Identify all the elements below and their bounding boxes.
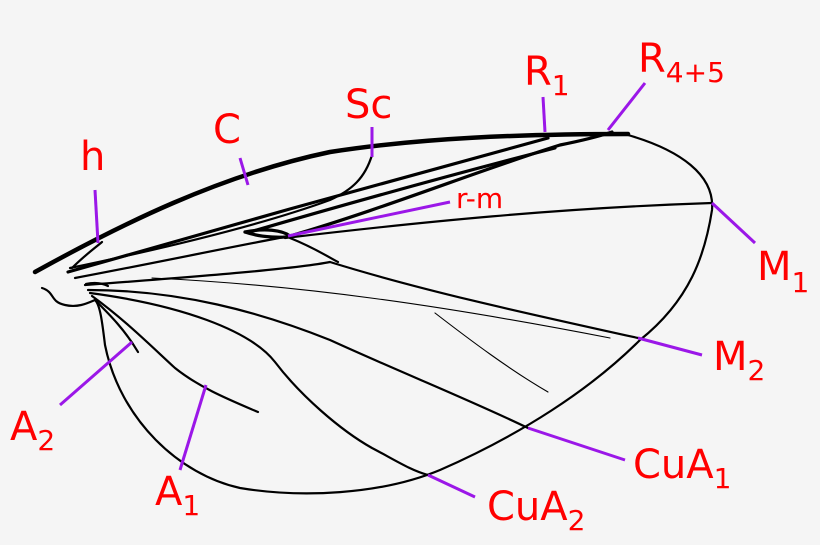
faint-branch-vein (434, 312, 549, 393)
label-sc: Sc (345, 82, 392, 128)
wing-outline (93, 133, 714, 495)
label-r45: R4+5 (638, 36, 725, 89)
label-a1: A1 (155, 469, 200, 522)
radius-r1-vein (66, 136, 550, 274)
vein-labels: h C Sc R1 R4+5 r-m M1 M2 CuA1 CuA2 A1 (10, 36, 809, 537)
leader-c (238, 157, 250, 186)
leader-h (93, 189, 100, 244)
leader-lines (59, 82, 757, 499)
leader-m2 (637, 336, 703, 357)
humeral-vein (70, 240, 104, 270)
label-m1: M1 (757, 244, 809, 299)
leader-cua2 (427, 473, 476, 499)
anal-a1-vein (90, 294, 260, 414)
costa-vein (32, 131, 631, 275)
media-m1-vein (283, 201, 714, 240)
label-r1: R1 (524, 49, 570, 102)
media-stem-vein (288, 236, 340, 264)
leader-rm (287, 200, 451, 238)
label-c: C (213, 107, 241, 153)
radius-stem-vein (73, 234, 292, 280)
label-m2: M2 (713, 334, 765, 387)
leader-m1 (710, 201, 757, 245)
leader-a1 (178, 384, 208, 471)
leader-r1 (541, 96, 547, 133)
cubitus-cua2-vein (88, 291, 430, 477)
label-cua2: CuA2 (487, 484, 585, 537)
label-a2: A2 (10, 404, 55, 457)
wing-base (40, 286, 97, 308)
leader-a2 (59, 340, 133, 407)
leader-r45 (606, 82, 647, 131)
label-h: h (80, 134, 105, 180)
faint-vein (151, 277, 611, 339)
cubitus-cua1-vein (86, 288, 530, 430)
label-cua1: CuA1 (633, 442, 731, 495)
leader-cua1 (527, 426, 626, 462)
anal-a2-vein (93, 298, 140, 354)
base-stub (84, 281, 110, 288)
media-m2-vein (83, 260, 640, 340)
label-rm: r-m (456, 182, 503, 215)
